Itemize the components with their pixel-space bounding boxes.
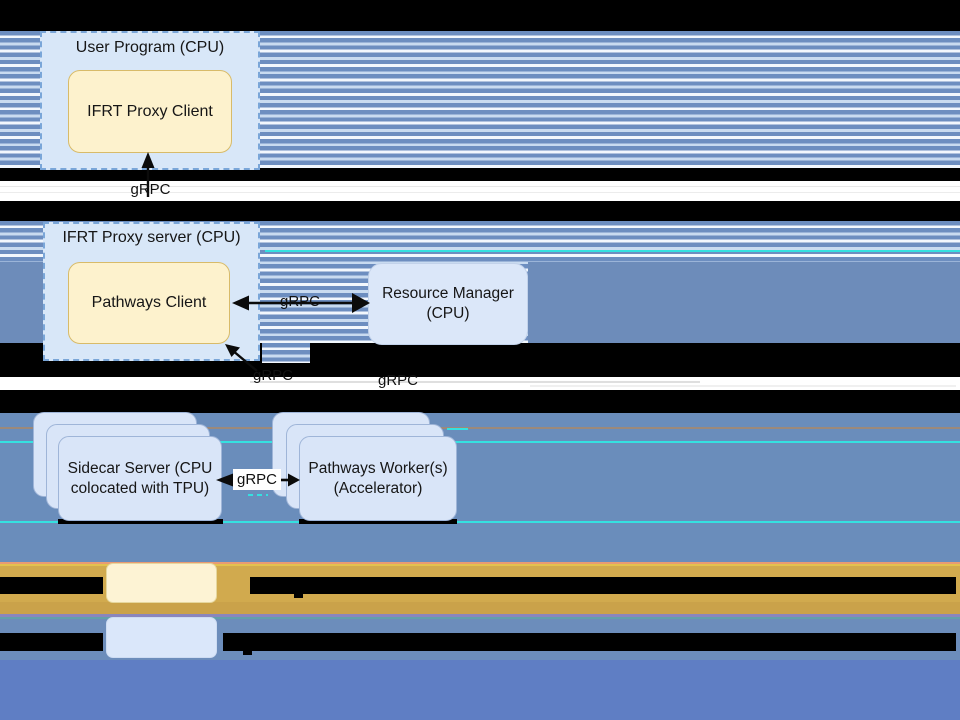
white-band-2 xyxy=(0,377,960,390)
legend-row2-redacted-bar xyxy=(223,633,956,651)
sidecar-line2: colocated with TPU) xyxy=(70,479,210,497)
legend-swatch-user-owned xyxy=(106,563,217,603)
workers-line1: Pathways Worker(s) xyxy=(308,459,448,477)
violet-glitch-line xyxy=(0,614,960,617)
striped-patch xyxy=(262,343,310,363)
bottom-periwinkle-band xyxy=(0,660,960,720)
grpc-label-rm-client: gRPC xyxy=(279,293,320,310)
user-program-label: User Program (CPU) xyxy=(75,39,225,56)
workers-card-front: Pathways Worker(s) (Accelerator) xyxy=(299,436,457,521)
ifrt-proxy-server-label: IFRT Proxy server (CPU) xyxy=(62,229,241,246)
black-band-2 xyxy=(0,201,960,221)
sidecar-card-front: Sidecar Server (CPU colocated with TPU) xyxy=(58,436,222,521)
ifrt-proxy-client-box: IFRT Proxy Client xyxy=(68,70,232,153)
workers-line2: (Accelerator) xyxy=(333,479,423,497)
legend-row1-redacted-bar-left xyxy=(0,577,103,594)
black-band-1 xyxy=(0,168,960,181)
legend-row2-descender xyxy=(243,651,252,655)
resource-manager-line2: (CPU) xyxy=(426,305,470,322)
pathways-client-box: Pathways Client xyxy=(68,262,230,344)
sidecar-under-edge xyxy=(58,519,223,524)
legend-row1-redacted-bar xyxy=(250,577,956,594)
legend-row2-redacted-bar-left xyxy=(0,633,103,651)
solid-blue-right xyxy=(528,262,960,343)
ifrt-proxy-client-label: IFRT Proxy Client xyxy=(87,102,213,120)
grpc-label-sidecar-workers: gRPC xyxy=(233,469,281,490)
white-band-1 xyxy=(0,181,960,201)
legend-swatch-pathways xyxy=(106,617,217,658)
sidecar-line1: Sidecar Server (CPU xyxy=(67,459,213,477)
black-band-4 xyxy=(0,390,960,413)
grpc-label-rm-workers: gRPC xyxy=(377,372,418,389)
workers-under-edge xyxy=(299,519,457,524)
solid-blue-left xyxy=(0,262,45,343)
pathways-client-label: Pathways Client xyxy=(91,294,207,311)
teal-glitch-line xyxy=(0,617,960,619)
grpc-label-workers-client: gRPC xyxy=(252,367,293,384)
legend-row1-descender xyxy=(294,594,303,598)
resource-manager-line1: Resource Manager xyxy=(382,285,514,302)
cyan-glitch-line-1 xyxy=(265,250,960,252)
resource-manager-box: Resource Manager (CPU) xyxy=(368,263,528,345)
grpc-label-proxy: gRPC xyxy=(130,181,171,198)
